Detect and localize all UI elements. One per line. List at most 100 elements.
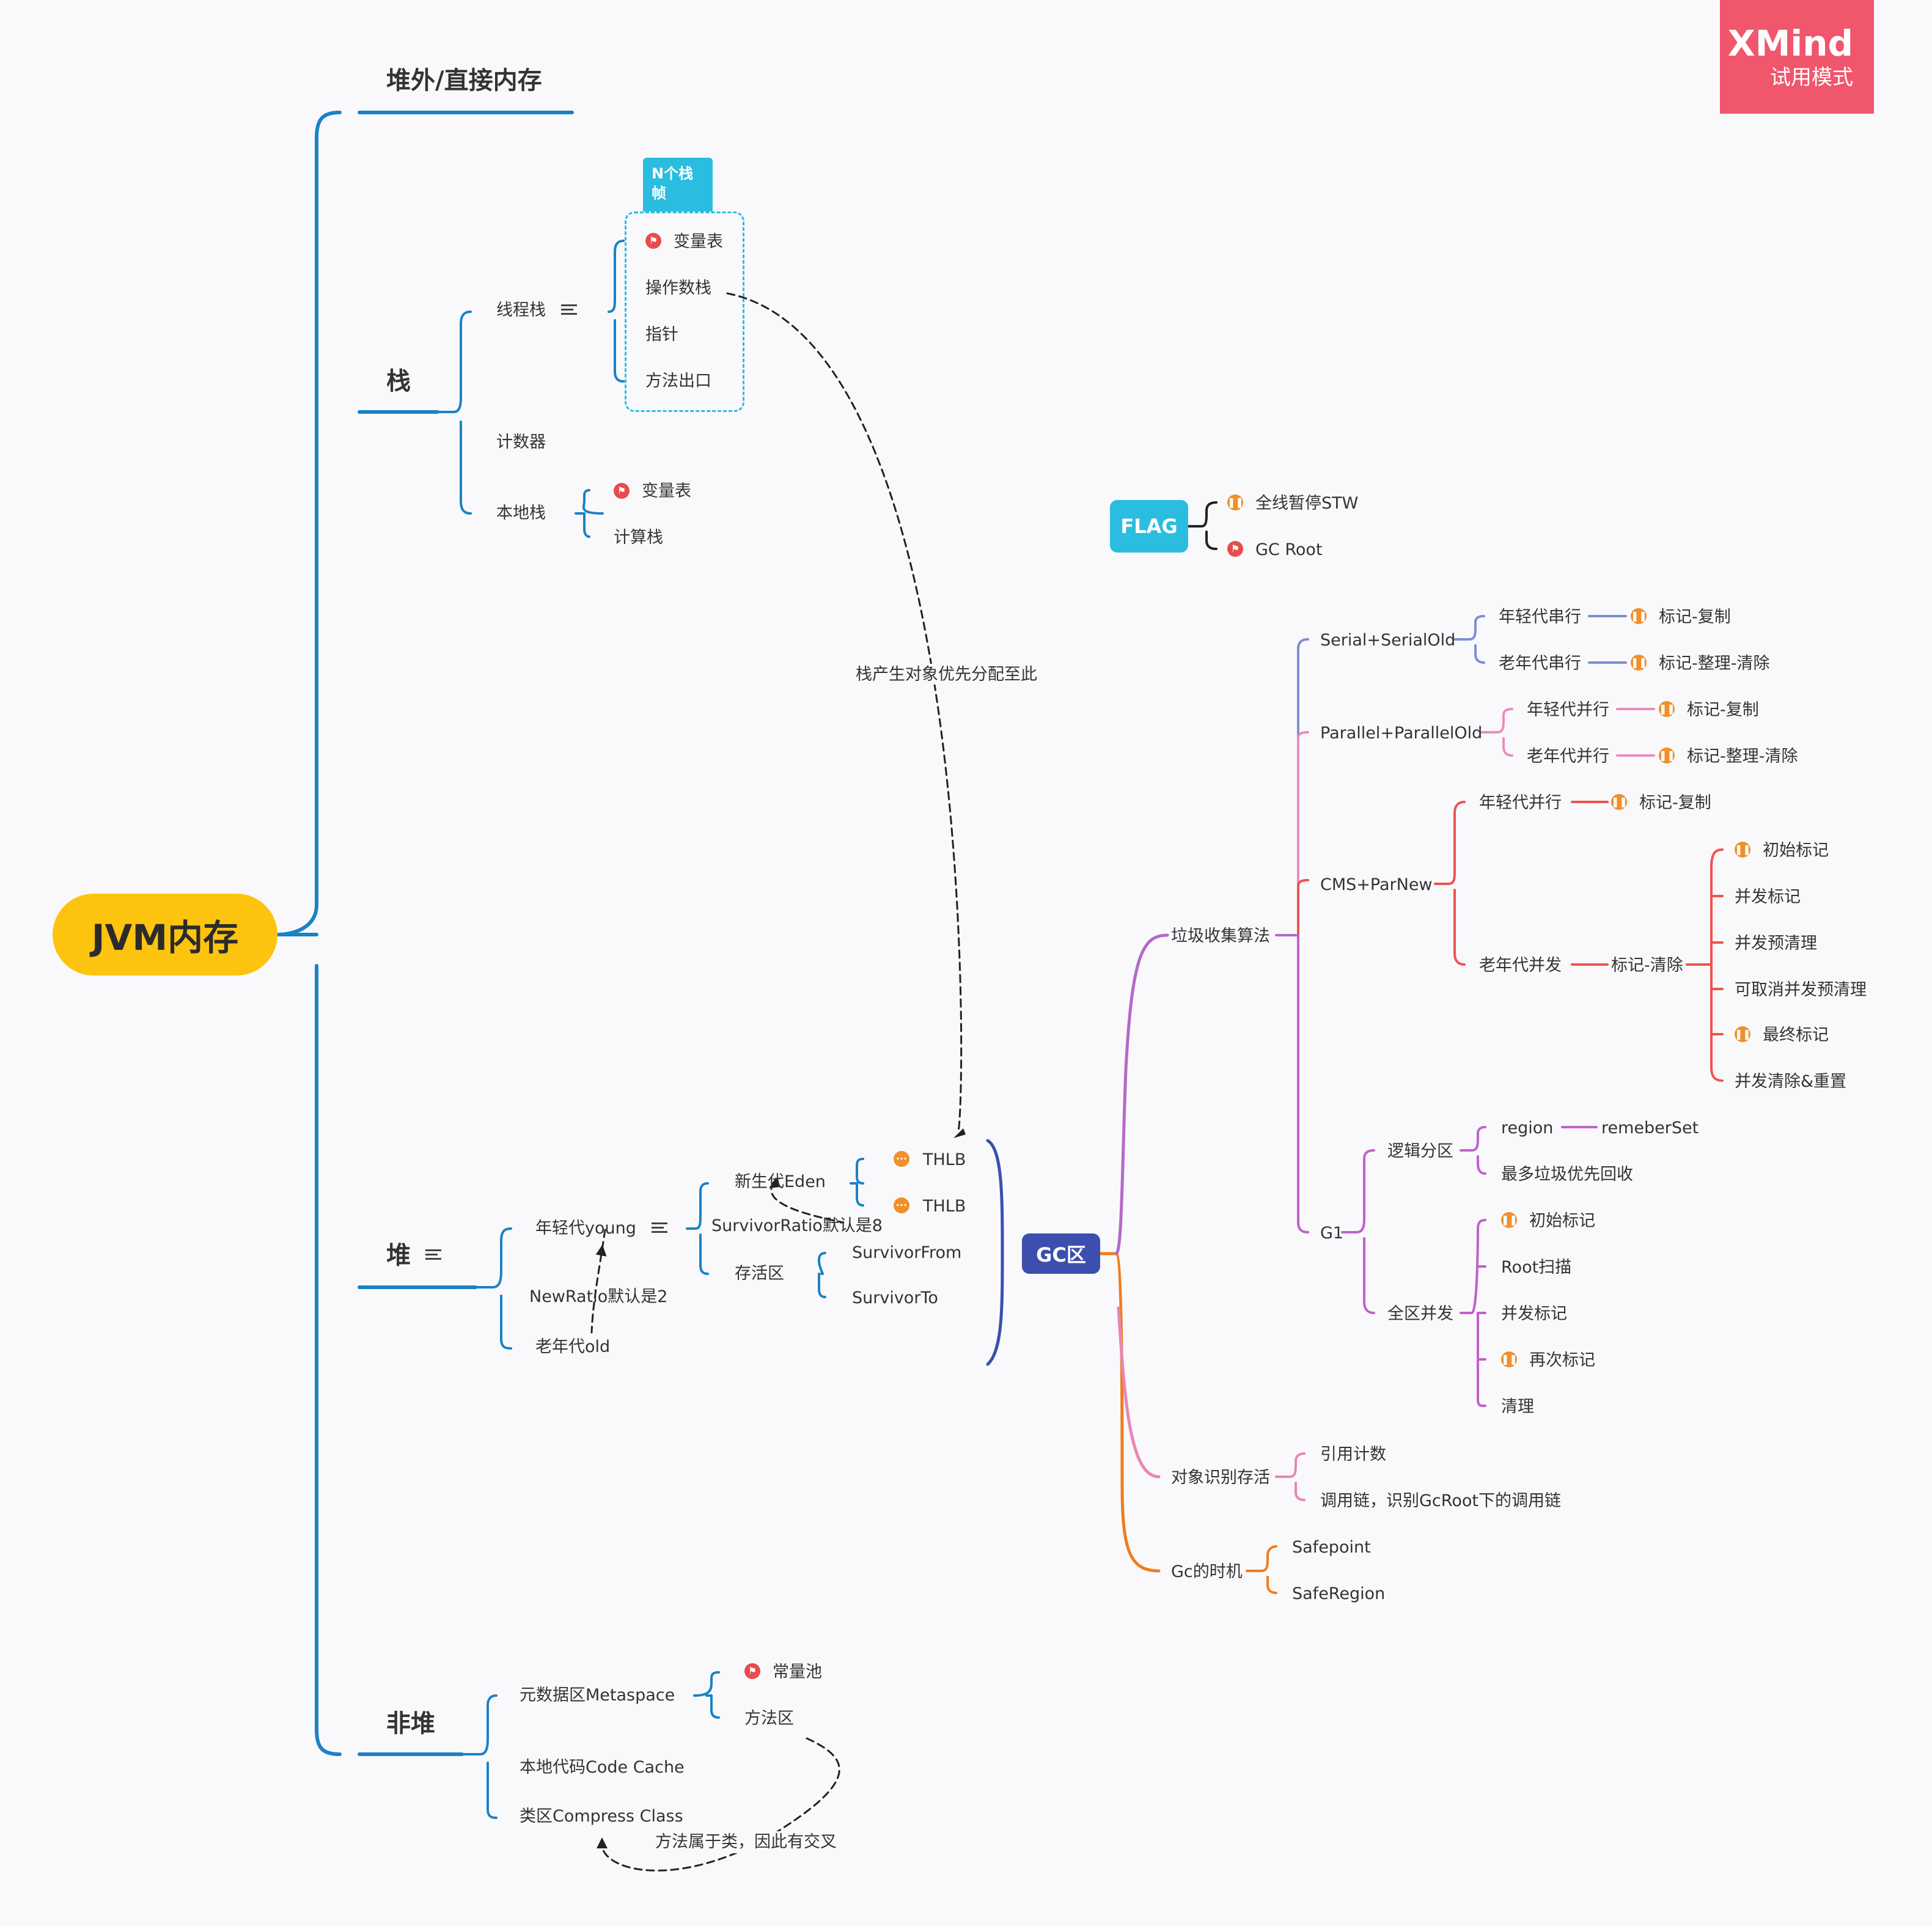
g1-phase[interactable]: 初始标记 [1529,1211,1595,1230]
survivor[interactable]: 存活区 [735,1264,784,1283]
flag-icon: ⚑ [645,233,661,249]
frame-tag[interactable]: N个栈帧 [643,158,713,211]
frame-item[interactable]: 变量表 [674,232,723,251]
root-connector [276,111,574,1756]
g1-priority[interactable]: 最多垃圾优先回收 [1501,1165,1633,1184]
meta-item[interactable]: 常量池 [773,1663,822,1682]
survivor-ratio-label: SurvivorRatio默认是8 [711,1216,883,1235]
collector-parallel[interactable]: Parallel+ParallelOld [1320,724,1483,743]
gc-algorithms[interactable]: 垃圾收集算法 [1171,927,1270,946]
identify-item[interactable]: 调用链，识别GcRoot下的调用链 [1320,1491,1561,1510]
compress-class[interactable]: 类区Compress Class [520,1807,683,1826]
timing-item[interactable]: SafeRegion [1292,1584,1386,1603]
more-icon: ··· [894,1151,909,1167]
cms-old[interactable]: 老年代并发 [1479,956,1562,975]
eden[interactable]: 新生代Eden [735,1172,826,1191]
native-item[interactable]: 计算栈 [614,528,663,547]
parallel-young-algo[interactable]: 标记-复制 [1687,700,1759,719]
pause-icon: ❚❚ [1501,1212,1518,1228]
heap-connectors [474,1158,864,1350]
frame-boundary [625,211,744,412]
serial-old[interactable]: 老年代串行 [1499,654,1581,673]
cms-phase[interactable]: 可取消并发预清理 [1735,980,1867,999]
tlab[interactable]: THLB [923,1150,966,1169]
gc-topic[interactable]: GC区 [1022,1233,1100,1274]
branch-offheap[interactable]: 堆外/直接内存 [386,67,542,95]
pause-icon: ❚❚ [1631,608,1647,624]
native-item[interactable]: 变量表 [642,482,691,501]
relation-label[interactable]: 栈产生对象优先分配至此 [856,665,1037,684]
g1-logical[interactable]: 逻辑分区 [1387,1142,1453,1161]
flag-item[interactable]: 全线暂停STW [1255,494,1359,513]
parallel-old-algo[interactable]: 标记-整理-清除 [1687,747,1798,766]
counter[interactable]: 计数器 [496,433,546,452]
pause-icon: ❚❚ [1735,1026,1751,1042]
stack-connectors [436,240,625,538]
cms-phase[interactable]: 最终标记 [1763,1026,1829,1045]
flag-topic[interactable]: FLAG [1110,500,1188,553]
tlab[interactable]: THLB [923,1197,966,1216]
branch-heap[interactable]: 堆 [386,1241,411,1270]
g1-phase[interactable]: Root扫描 [1501,1258,1572,1277]
collector-serial[interactable]: Serial+SerialOld [1320,631,1456,650]
pause-icon: ❚❚ [1631,655,1647,671]
meta-item[interactable]: 方法区 [744,1709,794,1728]
g1-rememberset[interactable]: remeberSet [1601,1119,1699,1138]
nonheap-connectors [461,1671,720,1819]
newratio-label: NewRatio默认是2 [529,1287,668,1306]
relation-label[interactable]: 方法属于类，因此有交叉 [655,1832,837,1851]
g1-phase[interactable]: 再次标记 [1529,1351,1595,1370]
pause-icon: ❚❚ [1611,794,1628,810]
metaspace[interactable]: 元数据区Metaspace [520,1686,675,1705]
gc-identify[interactable]: 对象识别存活 [1171,1468,1270,1487]
branch-nonheap[interactable]: 非堆 [386,1710,435,1738]
serial-young[interactable]: 年轻代串行 [1499,608,1581,627]
watermark-brand: XMind [1727,23,1853,64]
g1-global[interactable]: 全区并发 [1387,1304,1453,1323]
cms-phase[interactable]: 初始标记 [1763,841,1829,860]
watermark-mode: 试用模式 [1770,65,1853,90]
cms-young-algo[interactable]: 标记-复制 [1639,793,1711,812]
branch-stack[interactable]: 栈 [386,367,411,395]
young-gen[interactable]: 年轻代young [535,1219,636,1238]
cms-phase[interactable]: 并发标记 [1735,888,1801,906]
flag-icon: ⚑ [1227,541,1243,557]
frame-item[interactable]: 操作数栈 [645,279,711,298]
cms-phase[interactable]: 并发清除&重置 [1735,1072,1847,1091]
collector-cms[interactable]: CMS+ParNew [1320,875,1433,894]
note-icon[interactable] [561,304,577,317]
g1-region[interactable]: region [1501,1119,1554,1138]
serial-young-algo[interactable]: 标记-复制 [1659,608,1731,627]
flag-item[interactable]: GC Root [1255,540,1323,559]
g1-phase[interactable]: 清理 [1501,1397,1534,1416]
old-gen[interactable]: 老年代old [535,1337,611,1356]
pause-icon: ❚❚ [1659,701,1675,717]
g1-phase[interactable]: 并发标记 [1501,1304,1567,1323]
gc-timing[interactable]: Gc的时机 [1171,1562,1243,1581]
frame-item[interactable]: 方法出口 [645,372,711,391]
note-icon[interactable] [425,1249,441,1262]
xmind-watermark: XMind 试用模式 [1720,0,1874,114]
code-cache[interactable]: 本地代码Code Cache [520,1758,685,1777]
survivor-from[interactable]: SurvivorFrom [852,1243,962,1262]
pause-icon: ❚❚ [1659,748,1675,763]
frame-item[interactable]: 指针 [645,325,678,344]
parallel-young[interactable]: 年轻代并行 [1527,700,1609,719]
timing-item[interactable]: Safepoint [1292,1538,1371,1557]
cms-young[interactable]: 年轻代并行 [1479,793,1562,812]
identify-item[interactable]: 引用计数 [1320,1445,1386,1464]
survivor-to[interactable]: SurvivorTo [852,1288,938,1307]
cms-old-algo[interactable]: 标记-清除 [1611,956,1683,975]
cms-phase[interactable]: 并发预清理 [1735,934,1817,953]
pause-icon: ❚❚ [1735,842,1751,858]
native-stack[interactable]: 本地栈 [496,504,546,523]
serial-old-algo[interactable]: 标记-整理-清除 [1659,654,1770,673]
flag-icon: ⚑ [744,1663,760,1679]
root-topic[interactable]: JVM内存 [53,894,277,976]
note-icon[interactable] [652,1222,667,1235]
thread-stack[interactable]: 线程栈 [496,301,546,320]
collector-g1[interactable]: G1 [1320,1224,1344,1243]
flag-connectors [1187,501,1218,550]
parallel-old[interactable]: 老年代并行 [1527,747,1609,766]
